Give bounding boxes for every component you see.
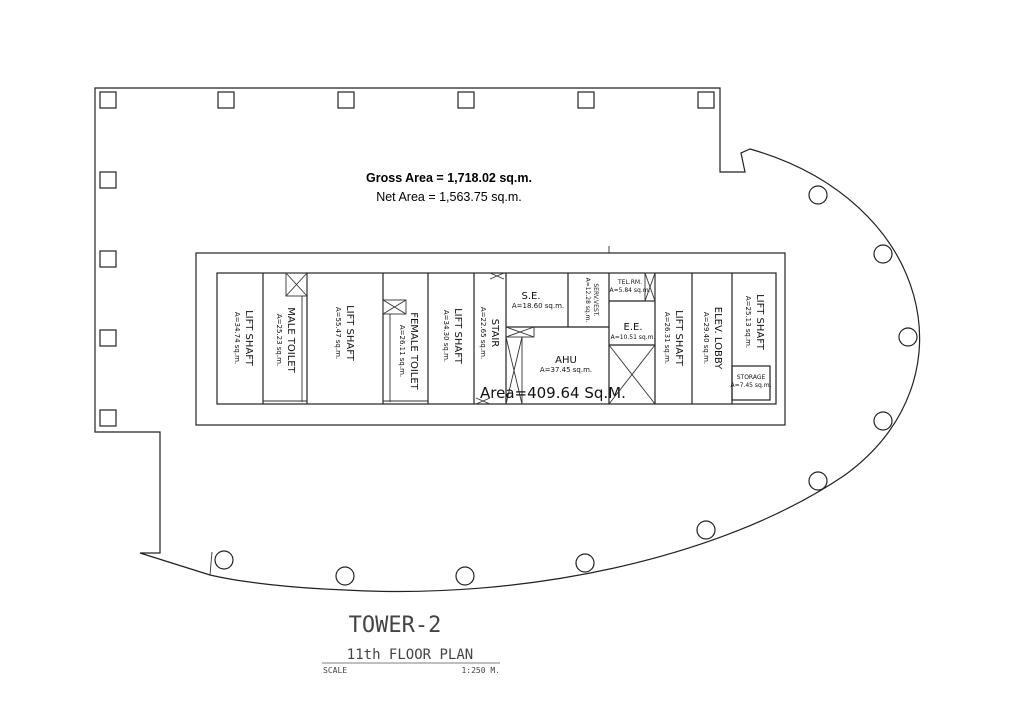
svg-text:A=26.31 sq.m.: A=26.31 sq.m. <box>663 312 671 364</box>
svg-text:A=22.65 sq.m.: A=22.65 sq.m. <box>479 307 487 359</box>
svg-text:A=34.30 sq.m.: A=34.30 sq.m. <box>442 310 450 362</box>
svg-text:A=55.47 sq.m.: A=55.47 sq.m. <box>334 307 342 359</box>
room-stair: STAIR A=22.65 sq.m. <box>479 307 500 359</box>
svg-text:LIFT SHAFT: LIFT SHAFT <box>344 305 355 362</box>
svg-text:A=7.45 sq.m.: A=7.45 sq.m. <box>731 382 772 389</box>
square-columns <box>99 91 715 427</box>
net-area-label: Net Area = 1,563.75 sq.m. <box>376 190 522 204</box>
room-female-toilet: FEMALE TOILET A=26.11 sq.m. <box>398 312 419 390</box>
room-lift-shaft-3: LIFT SHAFT A=34.30 sq.m. <box>442 308 463 365</box>
outline-notch <box>209 551 213 576</box>
room-lift-shaft-5: LIFT SHAFT A=25.13 sq.m. <box>744 294 765 351</box>
svg-text:A=18.60 sq.m.: A=18.60 sq.m. <box>512 302 564 310</box>
round-columns <box>214 185 918 586</box>
room-male-toilet: MALE TOILET A=25.23 sq.m. <box>275 307 296 373</box>
svg-text:A=5.84 sq.m.: A=5.84 sq.m. <box>610 287 651 294</box>
room-lift-shaft-2: LIFT SHAFT A=55.47 sq.m. <box>334 305 355 362</box>
core-area-label: Area=409.64 Sq.M. <box>480 384 626 402</box>
room-ahu: AHU A=37.45 sq.m. <box>540 355 592 374</box>
room-lift-shaft-1: LIFT SHAFT A=34.74 sq.m. <box>233 310 254 367</box>
room-se: S.E. A=18.60 sq.m. <box>512 291 564 310</box>
building-outline <box>94 87 921 593</box>
svg-text:LIFT SHAFT: LIFT SHAFT <box>243 310 254 367</box>
svg-text:SERV.VEST.: SERV.VEST. <box>592 283 599 316</box>
svg-text:LIFT SHAFT: LIFT SHAFT <box>754 294 765 351</box>
svg-text:FEMALE TOILET: FEMALE TOILET <box>408 312 419 390</box>
svg-text:MALE TOILET: MALE TOILET <box>285 307 296 373</box>
svg-text:A=26.11 sq.m.: A=26.11 sq.m. <box>398 325 406 377</box>
svg-text:LIFT SHAFT: LIFT SHAFT <box>673 310 684 367</box>
gross-area-label: Gross Area = 1,718.02 sq.m. <box>366 171 532 185</box>
svg-text:A=29.40 sq.m.: A=29.40 sq.m. <box>702 312 710 364</box>
room-elev-lobby: ELEV. LOBBY A=29.40 sq.m. <box>702 307 723 370</box>
svg-text:STORAGE: STORAGE <box>737 374 766 381</box>
svg-text:ELEV. LOBBY: ELEV. LOBBY <box>712 307 723 370</box>
svg-text:A=37.45 sq.m.: A=37.45 sq.m. <box>540 366 592 374</box>
svg-text:A=25.23 sq.m.: A=25.23 sq.m. <box>275 314 283 366</box>
svg-text:LIFT SHAFT: LIFT SHAFT <box>452 308 463 365</box>
svg-text:E.E.: E.E. <box>624 322 643 333</box>
svg-text:AHU: AHU <box>555 355 577 366</box>
core-block <box>195 246 786 426</box>
tower-title: TOWER-2 <box>349 613 442 638</box>
room-ee: E.E. A=10.51 sq.m. <box>611 322 656 341</box>
room-tel-rm: TEL.RM. A=5.84 sq.m. <box>610 279 651 294</box>
room-serv-vest: SERV.VEST. A=12.28 sq.m. <box>584 278 599 323</box>
room-lift-shaft-4: LIFT SHAFT A=26.31 sq.m. <box>663 310 684 367</box>
svg-text:A=10.51 sq.m.: A=10.51 sq.m. <box>611 334 656 341</box>
svg-text:STAIR: STAIR <box>489 319 500 347</box>
scale-label: SCALE <box>323 666 347 675</box>
svg-text:S.E.: S.E. <box>521 291 540 302</box>
svg-text:TEL.RM.: TEL.RM. <box>617 279 642 286</box>
floor-plan-title: 11th FLOOR PLAN <box>347 647 473 663</box>
svg-text:A=25.13 sq.m.: A=25.13 sq.m. <box>744 296 752 348</box>
scale-value: 1:250 M. <box>461 666 500 675</box>
room-storage: STORAGE A=7.45 sq.m. <box>731 374 772 389</box>
svg-text:A=12.28 sq.m.: A=12.28 sq.m. <box>584 278 591 323</box>
svg-text:A=34.74 sq.m.: A=34.74 sq.m. <box>233 312 241 364</box>
